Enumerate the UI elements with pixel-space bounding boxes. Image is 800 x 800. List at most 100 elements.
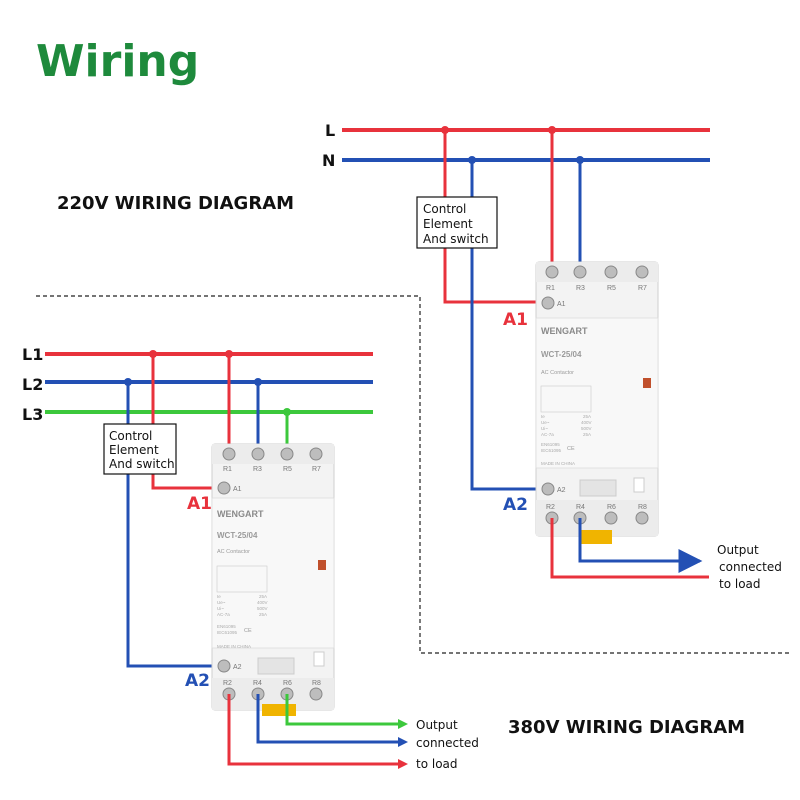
svg-text:MADE IN CHINA: MADE IN CHINA [541, 461, 575, 466]
svg-text:Element: Element [423, 217, 473, 231]
svg-text:R4: R4 [576, 504, 585, 511]
svg-text:Ue~: Ue~ [541, 420, 550, 425]
svg-text:R5: R5 [607, 285, 616, 292]
din-clip-220v [580, 530, 612, 544]
svg-text:R5: R5 [283, 466, 292, 473]
wire-l1-to-control [149, 350, 224, 490]
output-wire-blue-380v [256, 694, 398, 744]
svg-text:400V: 400V [257, 600, 268, 605]
svg-text:to load: to load [719, 577, 761, 591]
svg-text:A2: A2 [233, 664, 242, 671]
svg-text:WENGART: WENGART [541, 326, 588, 336]
svg-text:Control: Control [423, 202, 466, 216]
heading-380v: 380V WIRING DIAGRAM [508, 717, 745, 738]
output-wire-green-380v [285, 694, 398, 726]
wire-l1-to-r1 [225, 350, 233, 454]
svg-text:MADE IN CHINA: MADE IN CHINA [217, 644, 251, 649]
svg-text:connected: connected [416, 736, 479, 750]
svg-text:R1: R1 [546, 285, 555, 292]
svg-text:25A: 25A [259, 594, 267, 599]
svg-text:Output: Output [717, 543, 759, 557]
svg-text:R3: R3 [253, 466, 262, 473]
svg-text:WCT-25/04: WCT-25/04 [541, 350, 582, 359]
line-label-n: N [322, 151, 335, 170]
output-wire-blue-220v [578, 518, 703, 573]
svg-text:EN61095: EN61095 [541, 442, 560, 447]
svg-text:25A: 25A [583, 414, 591, 419]
wire-l2-to-a2 [124, 378, 224, 668]
svg-text:Ie: Ie [541, 414, 545, 419]
svg-text:R2: R2 [223, 680, 232, 687]
a2-label-220v: A2 [503, 495, 528, 515]
svg-text:Ue~: Ue~ [217, 600, 226, 605]
svg-text:25A: 25A [259, 612, 267, 617]
wire-l-to-control [441, 126, 548, 304]
svg-text:Control: Control [109, 429, 152, 443]
svg-text:400V: 400V [581, 420, 592, 425]
svg-text:to load: to load [416, 757, 458, 771]
page-title: Wiring [36, 36, 199, 87]
svg-text:25A: 25A [583, 432, 591, 437]
svg-text:A1: A1 [557, 301, 566, 308]
svg-text:And switch: And switch [109, 457, 175, 471]
diagram-380v: L1 L2 L3 Control Element [22, 345, 479, 771]
output-wire-red-380v [227, 694, 398, 766]
svg-text:Ie: Ie [217, 594, 221, 599]
line-label-l1: L1 [22, 345, 43, 364]
svg-text:A1: A1 [233, 486, 242, 493]
wire-l-to-r1 [548, 126, 556, 270]
svg-text:And switch: And switch [423, 232, 489, 246]
svg-text:AC Contactor: AC Contactor [541, 370, 574, 376]
ce-mark-380v: CE [244, 628, 252, 634]
din-clip-380v [262, 704, 296, 716]
svg-text:R3: R3 [576, 285, 585, 292]
svg-text:R2: R2 [546, 504, 555, 511]
terminal-screws-220v-top [541, 265, 649, 310]
contactor-device-220v [535, 261, 659, 544]
wire-n-to-a2 [468, 156, 548, 491]
svg-text:500V: 500V [257, 606, 268, 611]
svg-text:WENGART: WENGART [217, 509, 264, 519]
indicator-window-220v [643, 378, 651, 388]
svg-text:IEC61095: IEC61095 [217, 630, 238, 635]
svg-text:R8: R8 [312, 680, 321, 687]
a1-label-220v: A1 [503, 310, 528, 330]
svg-text:R4: R4 [253, 680, 262, 687]
indicator-window-380v [318, 560, 326, 570]
contactor-device-380v [211, 443, 335, 716]
ce-mark-220v: CE [567, 446, 575, 452]
control-element-box-220v: Control Element And switch [416, 196, 498, 249]
svg-text:connected: connected [719, 560, 782, 574]
line-label-l2: L2 [22, 375, 43, 394]
a2-label-380v: A2 [185, 671, 210, 691]
svg-text:EN61095: EN61095 [217, 624, 236, 629]
svg-text:R6: R6 [607, 504, 616, 511]
svg-text:Element: Element [109, 443, 159, 457]
svg-text:Ui~: Ui~ [217, 606, 224, 611]
svg-text:A2: A2 [557, 487, 566, 494]
line-label-l: L [325, 121, 335, 140]
line-label-l3: L3 [22, 405, 43, 424]
a1-label-380v: A1 [187, 494, 212, 514]
svg-text:WCT-25/04: WCT-25/04 [217, 531, 258, 540]
svg-text:AC Contactor: AC Contactor [217, 549, 250, 555]
control-element-box-380v: Control Element And switch [103, 423, 177, 475]
heading-220v: 220V WIRING DIAGRAM [57, 193, 294, 214]
svg-text:R1: R1 [223, 466, 232, 473]
svg-text:AC-7a: AC-7a [541, 432, 554, 437]
svg-text:Ui~: Ui~ [541, 426, 548, 431]
terminal-screws-220v-bottom [541, 482, 649, 525]
svg-text:500V: 500V [581, 426, 592, 431]
svg-text:Output: Output [416, 718, 458, 732]
svg-text:R7: R7 [638, 285, 647, 292]
svg-text:R7: R7 [312, 466, 321, 473]
svg-text:R6: R6 [283, 680, 292, 687]
svg-text:R8: R8 [638, 504, 647, 511]
dashed-separator [36, 295, 790, 654]
svg-text:IEC61095: IEC61095 [541, 448, 562, 453]
output-wire-red-220v [550, 518, 709, 579]
svg-text:AC-7a: AC-7a [217, 612, 230, 617]
wire-l2-to-r3 [254, 378, 262, 454]
